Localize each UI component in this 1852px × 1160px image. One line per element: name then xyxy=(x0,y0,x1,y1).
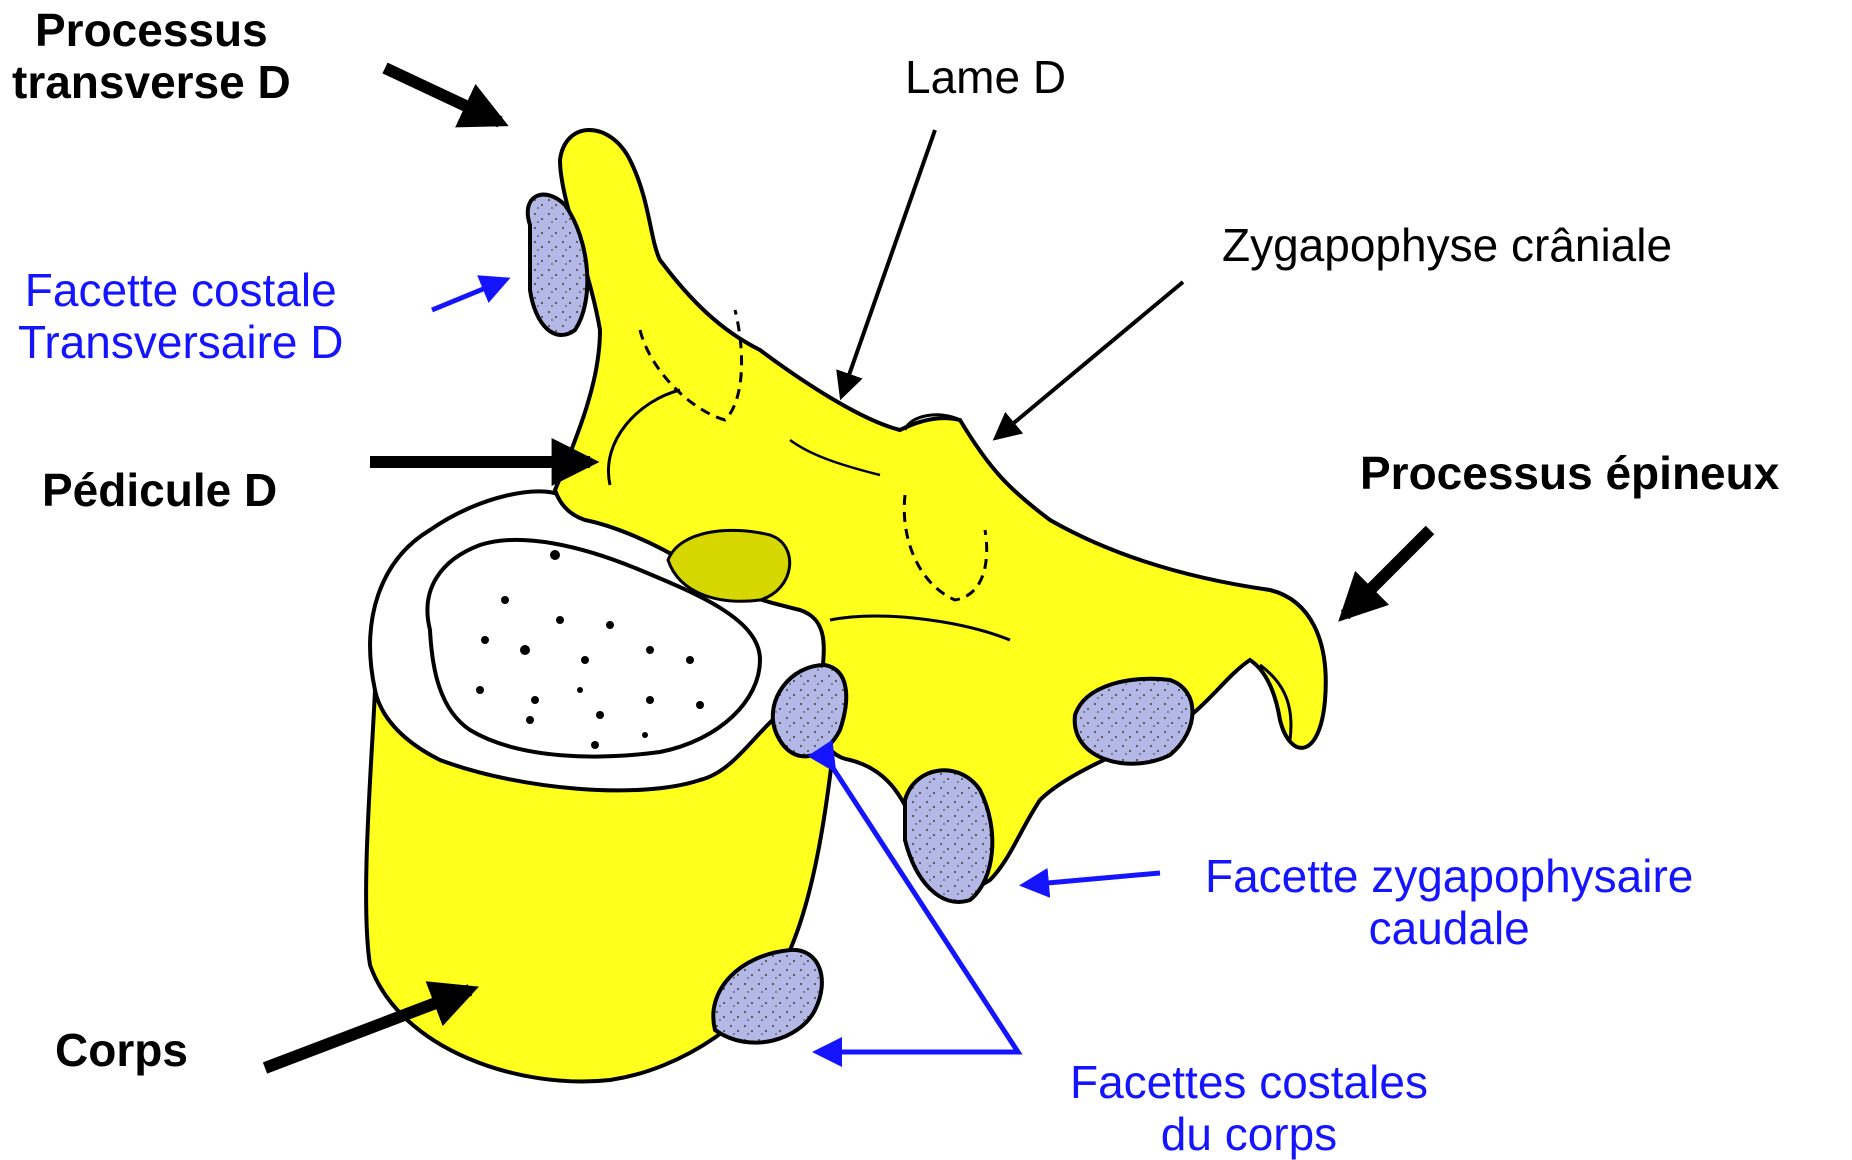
label-lame: Lame D xyxy=(905,52,1066,104)
label-facette-zygapophysaire-line1: Facette zygapophysaire xyxy=(1205,851,1693,903)
label-facette-zygapophysaire-line2: caudale xyxy=(1205,903,1693,955)
arrow-facette-costale-transversaire xyxy=(432,280,505,310)
arrow-lame xyxy=(842,130,935,395)
label-facette-costale-line1: Facette costale xyxy=(18,265,343,317)
zygapophyseal-facet-caudal xyxy=(905,770,992,902)
label-processus-transverse-line2: transverse D xyxy=(12,57,291,109)
label-processus-transverse: Processus transverse D xyxy=(12,5,291,108)
label-zygapophyse-craniale: Zygapophyse crâniale xyxy=(1222,220,1672,272)
label-facette-zygapophysaire: Facette zygapophysaire caudale xyxy=(1205,851,1693,954)
arrow-zygapophyse-craniale xyxy=(997,282,1183,437)
label-facette-costale-line2: Transversaire D xyxy=(18,317,343,369)
label-facettes-costales-corps-line1: Facettes costales xyxy=(1070,1057,1428,1109)
label-pedicule: Pédicule D xyxy=(42,465,277,517)
label-facettes-costales-corps: Facettes costales du corps xyxy=(1070,1057,1428,1160)
arrow-processus-epineux xyxy=(1345,530,1430,615)
zygapophyseal-facet-spinous xyxy=(1075,679,1193,764)
arrow-processus-transverse xyxy=(385,68,500,122)
arrow-facette-zygapophysaire xyxy=(1025,873,1160,885)
label-processus-epineux: Processus épineux xyxy=(1360,448,1779,500)
label-processus-transverse-line1: Processus xyxy=(12,5,291,57)
label-facette-costale-transversaire: Facette costale Transversaire D xyxy=(18,265,343,368)
label-corps: Corps xyxy=(55,1025,188,1077)
label-facettes-costales-corps-line2: du corps xyxy=(1070,1109,1428,1160)
